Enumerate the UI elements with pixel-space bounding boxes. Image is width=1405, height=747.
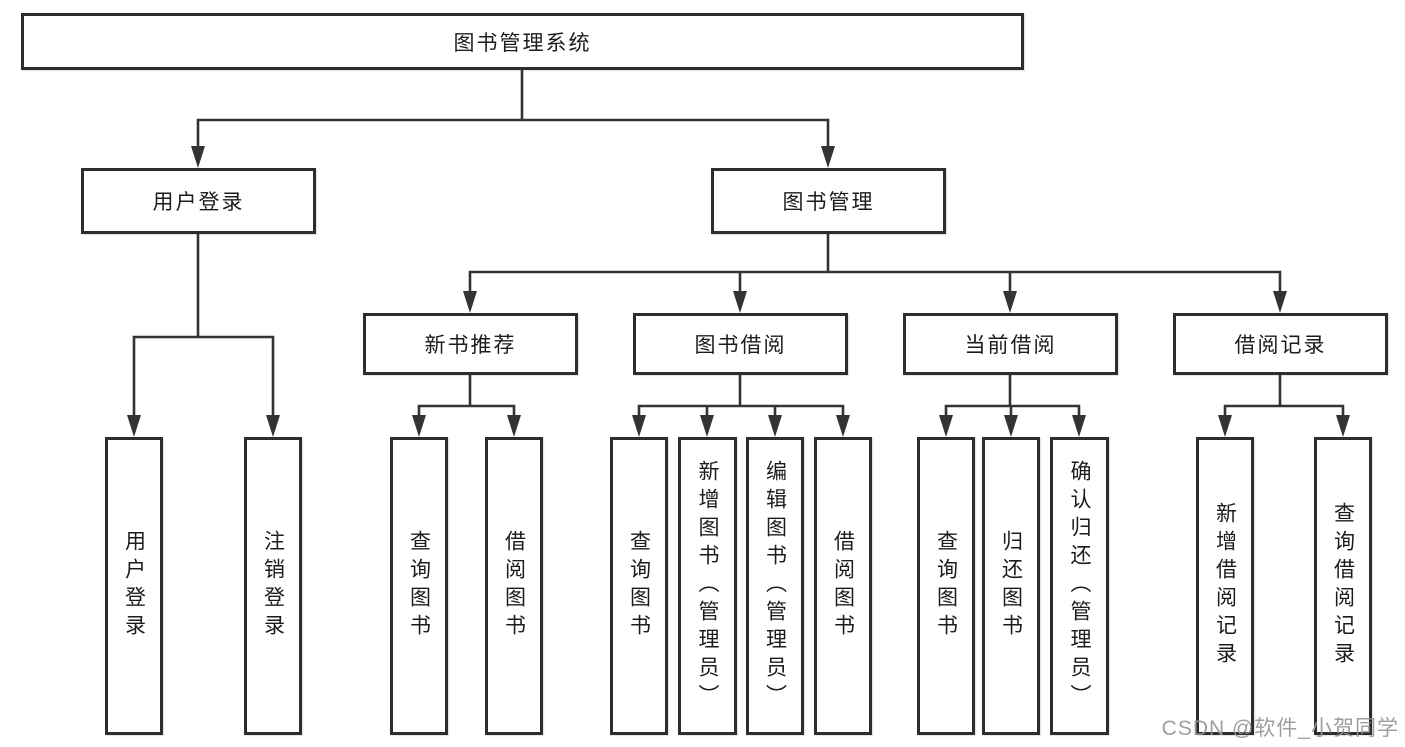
leaf-borrow-books-recommend: 借阅图书 (485, 437, 543, 735)
node-new-book-recommend: 新书推荐 (363, 313, 578, 375)
leaf-query-books-recommend: 查询图书 (390, 437, 448, 735)
connector-path (132, 68, 1345, 422)
leaf-edit-book-admin: 编辑图书（管理员） (746, 437, 804, 735)
leaf-confirm-return-admin: 确认归还（管理员） (1050, 437, 1109, 735)
leaf-user-login: 用户登录 (105, 437, 163, 735)
leaf-logout: 注销登录 (244, 437, 302, 735)
leaf-query-books-current: 查询图书 (917, 437, 975, 735)
node-borrowing-records: 借阅记录 (1173, 313, 1388, 375)
node-current-borrowing: 当前借阅 (903, 313, 1118, 375)
leaf-return-book: 归还图书 (982, 437, 1040, 735)
node-book-borrowing: 图书借阅 (633, 313, 848, 375)
node-book-management: 图书管理 (711, 168, 946, 234)
leaf-query-borrow-record: 查询借阅记录 (1314, 437, 1372, 735)
leaf-borrow-books-borrowing: 借阅图书 (814, 437, 872, 735)
arrowheads (127, 146, 1350, 437)
leaf-add-book-admin: 新增图书（管理员） (678, 437, 737, 735)
watermark: CSDN @软件_小贺同学 (1161, 717, 1399, 740)
leaf-query-books-borrowing: 查询图书 (610, 437, 668, 735)
node-system-root: 图书管理系统 (21, 13, 1024, 70)
leaf-add-borrow-record: 新增借阅记录 (1196, 437, 1254, 735)
node-user-login: 用户登录 (81, 168, 316, 234)
